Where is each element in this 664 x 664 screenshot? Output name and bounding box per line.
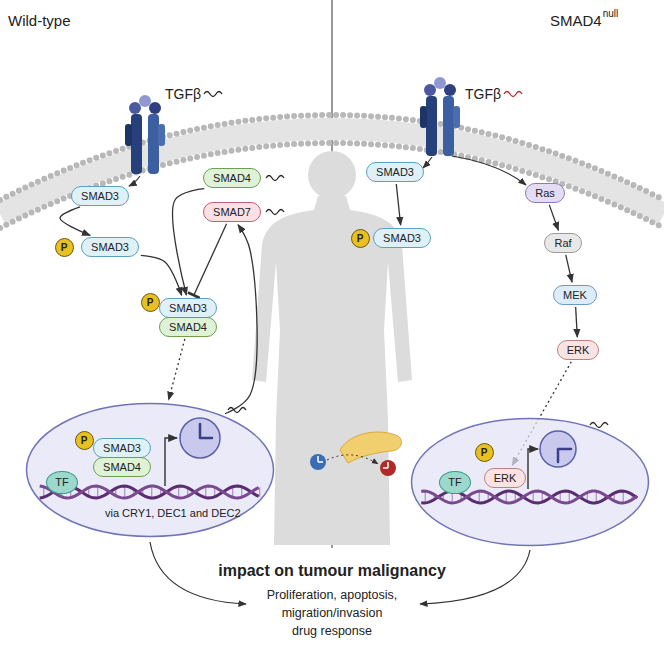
node-text: ERK (567, 344, 590, 356)
activation-arrow (549, 205, 558, 230)
ligand-label: TGFβ (165, 86, 201, 102)
node-text: SMAD3 (103, 442, 141, 454)
outcome-text: Proliferation, apoptosis, (267, 588, 398, 602)
panel-title: SMAD4 (550, 12, 602, 29)
protein-pill: SMAD3 (93, 438, 151, 458)
node-text: SMAD3 (91, 241, 129, 253)
protein-pill: SMAD3 (71, 186, 129, 206)
translocation-arrow (169, 339, 185, 400)
inhibition-line (194, 224, 227, 295)
kinase-pill: Raf (544, 233, 581, 253)
protein-pill: SMAD3 (81, 237, 139, 257)
protein-pill: SMAD4 (159, 317, 217, 337)
activation-arrow (225, 225, 257, 414)
wave (204, 92, 222, 97)
node-text: SMAD3 (383, 232, 421, 244)
oscillation-waves (204, 92, 608, 428)
wave (504, 92, 522, 97)
kinase-pill: MEK (553, 285, 597, 305)
node-text: P (357, 233, 364, 244)
node-text: SMAD3 (81, 190, 119, 202)
outcome-text: drug response (292, 624, 372, 638)
node-text: Ras (535, 187, 555, 199)
outcome-text: migration/invasion (282, 606, 383, 620)
phospho-circle: P (55, 238, 74, 257)
phospho-circle: P (141, 293, 160, 312)
node-text: P (81, 435, 88, 446)
node-text: TF (55, 476, 68, 488)
activation-arrow (60, 207, 90, 236)
nucleus: TF P ERK (410, 417, 650, 547)
node-text: P (481, 447, 488, 458)
activation-arrow (396, 184, 400, 225)
node-text: SMAD7 (213, 206, 251, 218)
node-text: TF (448, 476, 461, 488)
phospho-circle: P (75, 431, 94, 450)
ligand-label: TGFβ (465, 86, 501, 102)
kinase-pill: ERK (557, 340, 600, 360)
activation-arrow (576, 307, 578, 337)
transcription-factor: TF (46, 471, 77, 494)
phospho-circle: P (351, 229, 370, 248)
protein-pill: SMAD3 (159, 298, 217, 318)
node-text: ERK (494, 472, 517, 484)
node-text: P (147, 297, 154, 308)
wave (590, 423, 608, 428)
superscript: null (603, 8, 619, 19)
node-text: MEK (563, 289, 587, 301)
transcription-factor: TF (439, 471, 470, 494)
gene-note: via CRY1, DEC1 and DEC2 (105, 506, 241, 520)
phospho-circle: P (475, 443, 494, 462)
node-text: SMAD4 (103, 461, 141, 473)
node-text: SMAD3 (169, 302, 207, 314)
panel-title: Wild-type (8, 12, 71, 29)
heading: impact on tumour malignancy (218, 562, 446, 580)
wave (266, 176, 284, 181)
kinase-pill: ERK (484, 468, 527, 488)
protein-pill: SMAD4 (203, 168, 261, 188)
node-text: P (61, 242, 68, 253)
activation-arrow (566, 255, 572, 282)
node-text: Raf (554, 237, 571, 249)
nucleus: via CRY1, DEC1 and DEC2 P TF SMAD3SMAD4 (25, 402, 275, 538)
kinase-pill: Ras (525, 183, 565, 203)
clock-icons (310, 454, 396, 476)
protein-pill: SMAD4 (93, 457, 151, 477)
protein-pill: SMAD3 (366, 162, 424, 182)
node-text: SMAD4 (213, 172, 251, 184)
protein-pill: SMAD7 (203, 202, 261, 222)
tgfb-receptor (420, 77, 460, 156)
pancreas (340, 432, 401, 463)
wave (266, 210, 284, 215)
human-figure (252, 151, 412, 545)
node-text: SMAD4 (169, 321, 207, 333)
tgfb-receptor (125, 95, 165, 174)
activation-arrow (141, 255, 182, 295)
node-text: SMAD3 (376, 166, 414, 178)
protein-pill: SMAD3 (373, 228, 431, 248)
activation-arrow (173, 189, 205, 295)
